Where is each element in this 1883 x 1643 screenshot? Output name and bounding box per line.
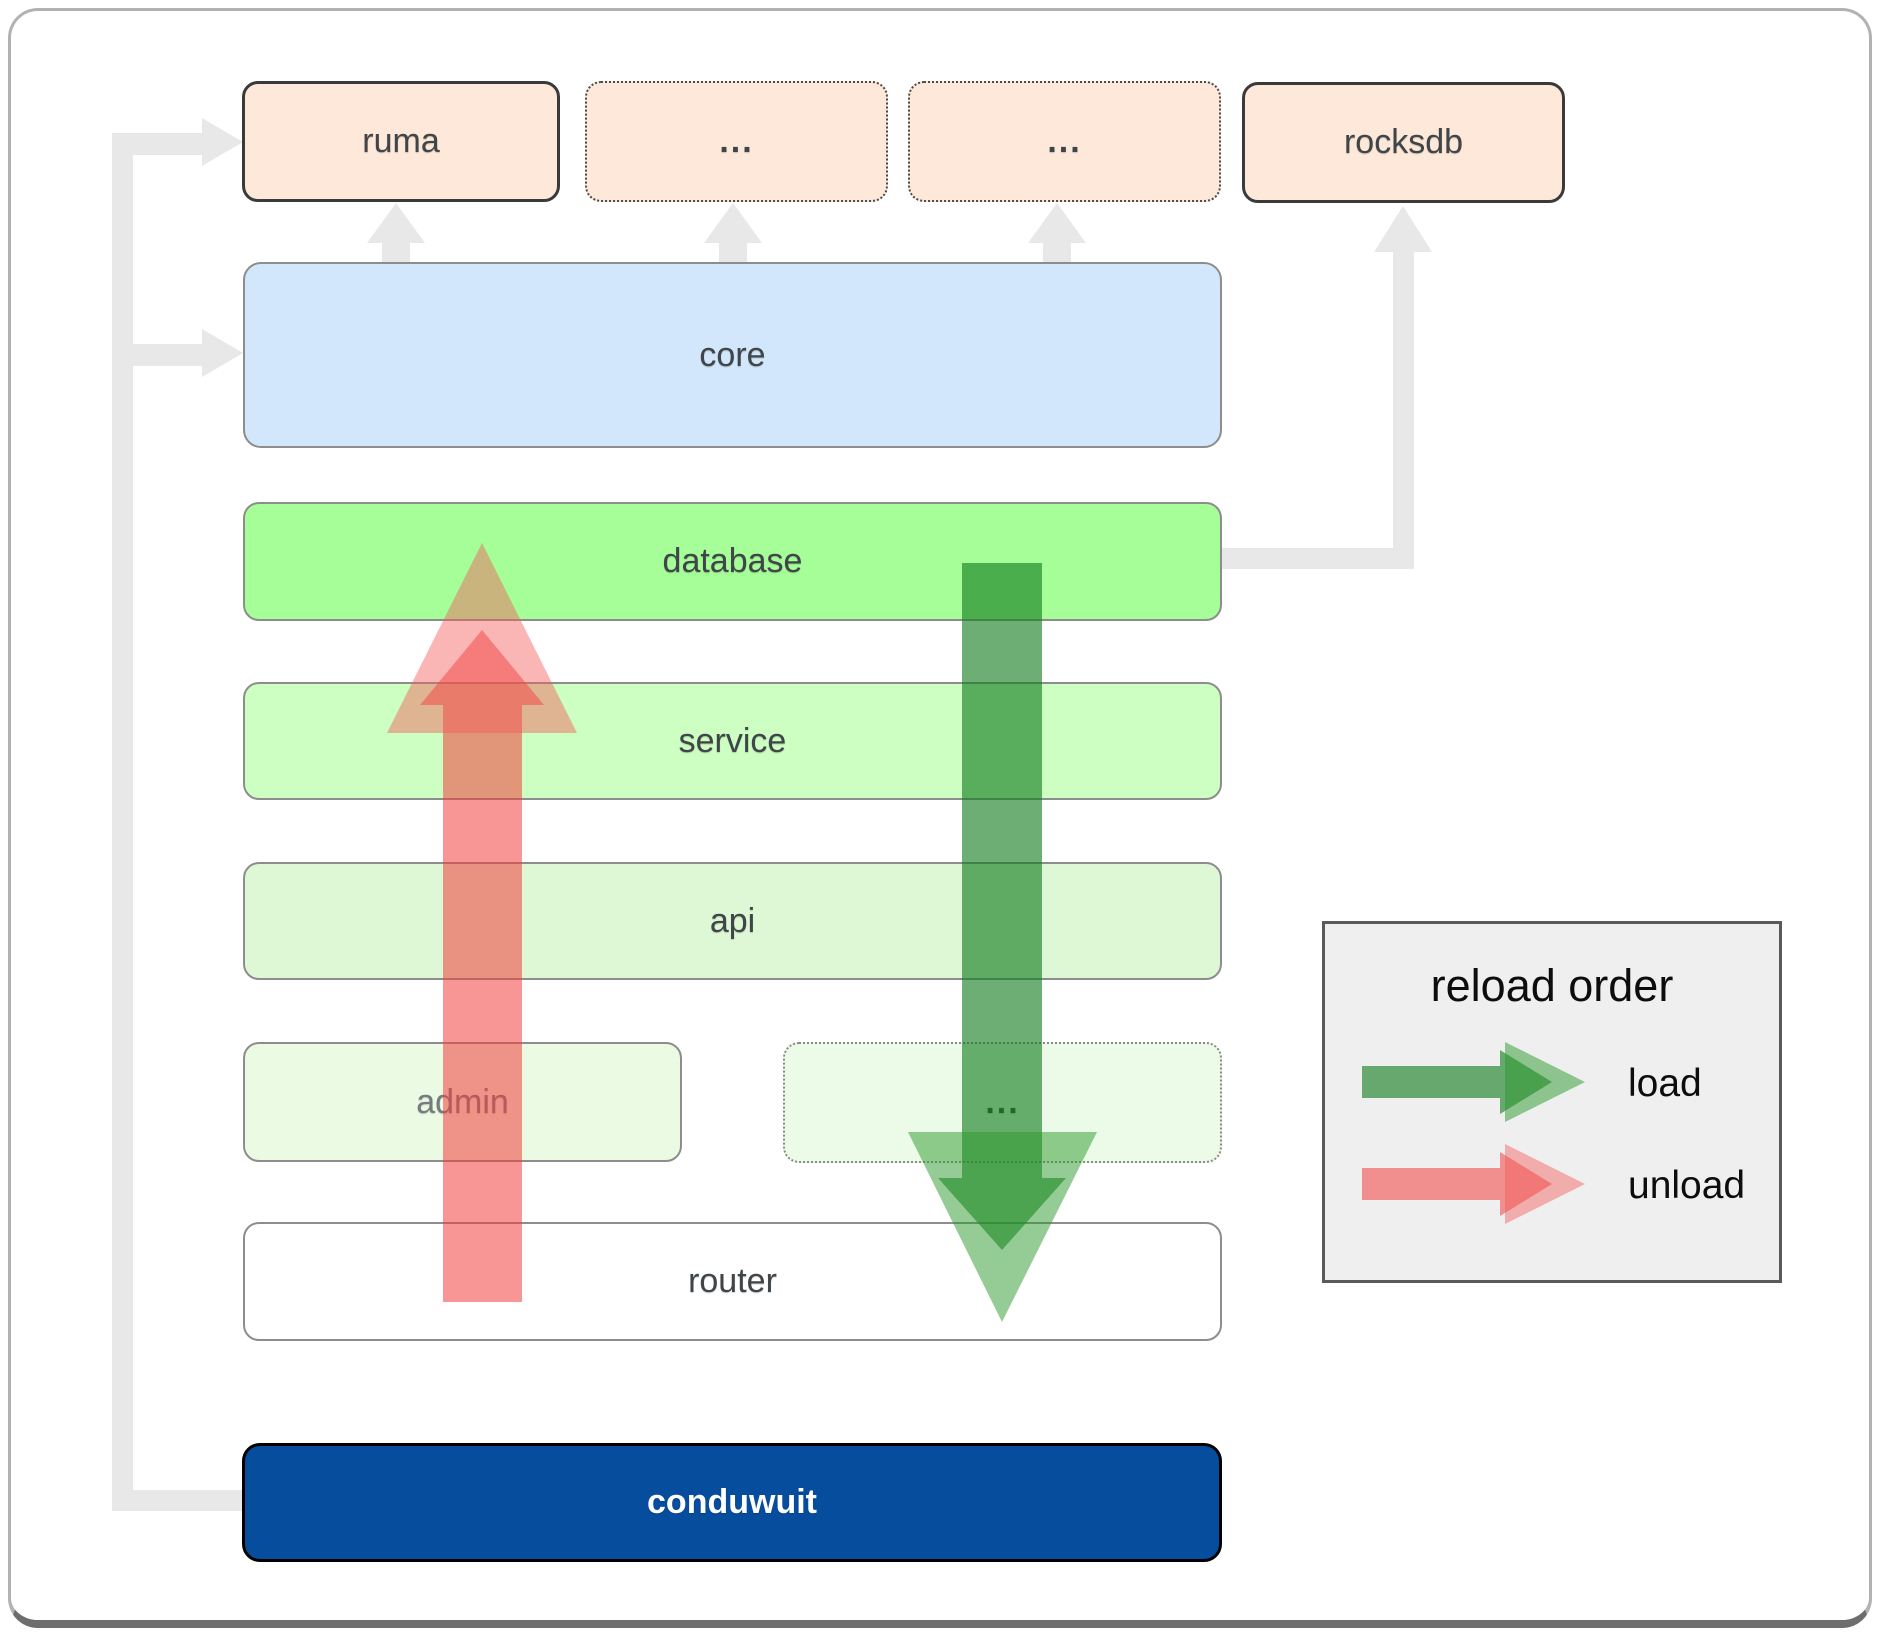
node-core: core [243, 262, 1222, 448]
node-ruma: ruma [242, 81, 560, 202]
node-extra-2: ... [908, 81, 1221, 202]
node-conduwuit-label: conduwuit [647, 1483, 817, 1521]
node-rocksdb-label: rocksdb [1343, 123, 1464, 161]
node-extra-2-label: ... [1047, 122, 1082, 160]
node-admin: admin [243, 1042, 682, 1162]
node-api: api [243, 862, 1222, 980]
node-ruma-label: ruma [362, 122, 440, 160]
node-extra-1-label: ... [719, 122, 754, 160]
legend-label-unload: unload [1628, 1164, 1746, 1207]
diagram-frame [8, 8, 1872, 1628]
node-rocksdb: rocksdb [1242, 82, 1565, 203]
legend-box: reload order load unload [1322, 921, 1782, 1283]
legend-title: reload order [1430, 960, 1674, 1011]
node-api-label: api [709, 901, 756, 940]
legend-label-load: load [1628, 1062, 1702, 1105]
node-service-label: service [678, 721, 787, 760]
node-extra-3: ... [783, 1042, 1222, 1163]
node-conduwuit: conduwuit [242, 1443, 1222, 1562]
node-router-label: router [688, 1262, 777, 1300]
node-router: router [243, 1222, 1222, 1341]
node-extra-1: ... [585, 81, 888, 202]
node-database: database [243, 502, 1222, 621]
node-extra-3-label: ... [985, 1083, 1020, 1121]
node-core-label: core [699, 335, 766, 374]
node-service: service [243, 682, 1222, 800]
node-database-label: database [662, 542, 803, 580]
node-admin-label: admin [416, 1082, 509, 1121]
